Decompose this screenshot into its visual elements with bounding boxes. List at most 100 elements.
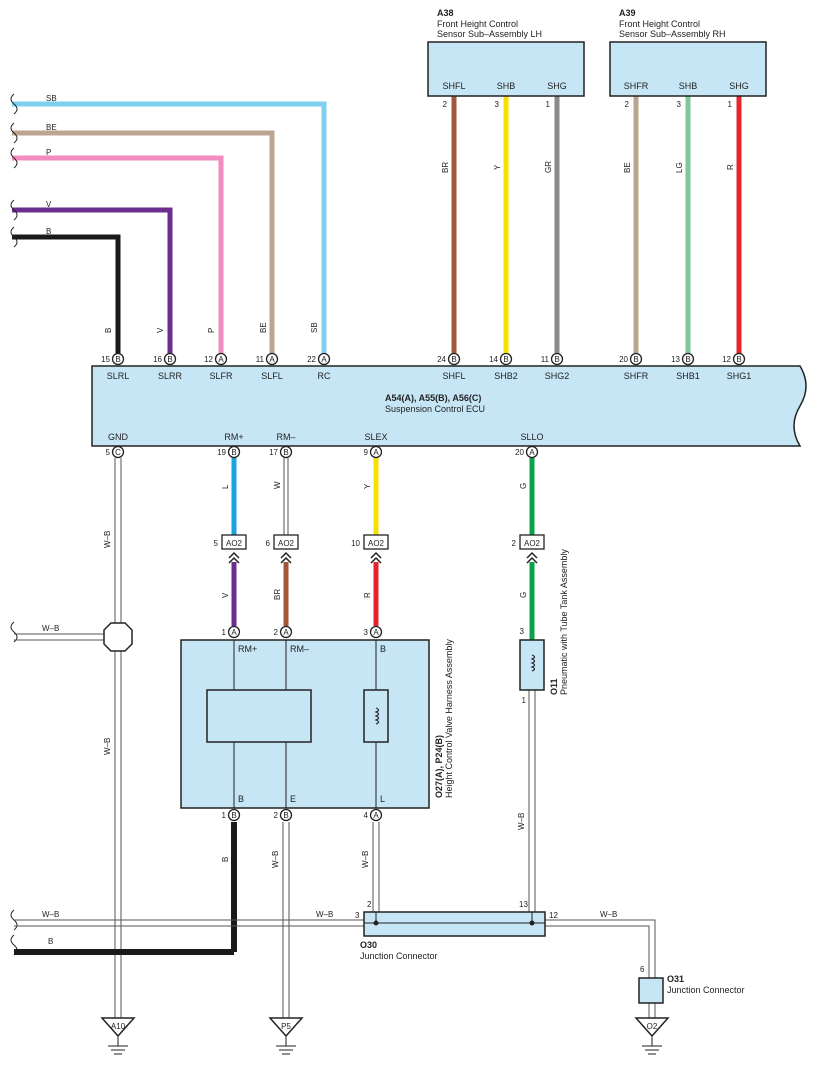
pin-number: 12 — [722, 355, 731, 364]
pin-connector — [265, 352, 279, 366]
pneumatic-tank: 3 1 O11 Pneumatic with Tube Tank Assembl… — [519, 549, 569, 705]
pin-connector-letter: C — [115, 448, 121, 457]
sensor-lh-pin-label: SHG — [547, 81, 567, 91]
ao2-connector-label: AO2 — [524, 539, 541, 548]
gnd-wire-labels: W–B W–B W–B — [42, 531, 112, 755]
ecu-name: Suspension Control ECU — [385, 404, 485, 414]
pin-connector-letter: A — [218, 355, 224, 364]
valve-name: Height Control Valve Harness Assembly — [444, 639, 454, 798]
valve-pin-label: E — [290, 794, 296, 804]
sensor-lh-code: A38 — [437, 8, 454, 18]
left-wire-label: SB — [46, 94, 57, 103]
ao2-connector-box — [519, 534, 545, 550]
pin-number: 2 — [274, 628, 279, 637]
suspension-control-ecu: A54(A), A55(B), A56(C) Suspension Contro… — [91, 365, 807, 447]
height-control-valve: RM+ RM– B B E L O27(A), P24(B) Height Co… — [180, 639, 454, 809]
junction-dot — [529, 920, 535, 926]
sensor-lh-pin-num: 3 — [495, 100, 500, 109]
pin-connector — [279, 625, 293, 639]
pin-connector-letter: A — [373, 448, 379, 457]
wire-code: W — [273, 481, 282, 489]
ground-symbol — [100, 1017, 136, 1038]
sensor-lh-line1: Front Height Control — [437, 19, 518, 29]
pin-label: SLRR — [158, 371, 183, 381]
pin-number: 3 — [364, 628, 369, 637]
connector-chevron-icon — [228, 551, 240, 564]
pin-label: SLEX — [364, 432, 387, 442]
pin-number: 3 — [355, 911, 360, 920]
pin-connector-letter: B — [283, 448, 288, 457]
pin-number: 19 — [217, 448, 226, 457]
wire-code: LG — [675, 162, 684, 173]
wire-code: Y — [363, 483, 372, 489]
pin-number: 1 — [522, 696, 527, 705]
ground-label: O2 — [647, 1022, 658, 1031]
wire-pneu-out — [528, 690, 536, 912]
wire-code: B — [48, 937, 53, 946]
pin-connector-letter: A — [321, 355, 327, 364]
pin-connector — [629, 352, 643, 366]
left-wire-label: V — [46, 200, 52, 209]
valve-pin-label: RM– — [290, 644, 309, 654]
pin-connector-letter: A — [231, 628, 237, 637]
pin-number: 14 — [489, 355, 498, 364]
junction-o31-name: Junction Connector — [667, 985, 745, 995]
pin-connector — [227, 625, 241, 639]
pin-number: 20 — [515, 448, 524, 457]
pin-number: 20 — [619, 355, 628, 364]
wire-code: B — [104, 328, 113, 333]
junction-o30-box — [363, 911, 546, 937]
pin-label: SHG2 — [545, 371, 570, 381]
coil-icon — [530, 654, 536, 672]
ao2-connector-label: AO2 — [278, 539, 295, 548]
valve-codes: O27(A), P24(B) — [434, 735, 444, 798]
wire-code: B — [221, 857, 230, 862]
junction-dot — [373, 920, 379, 926]
wire-code: W–B — [361, 851, 370, 868]
valve-pin-label: RM+ — [238, 644, 257, 654]
wire-code: Y — [493, 164, 502, 170]
pin-connector-letter: A — [373, 811, 379, 820]
junction-o30-name: Junction Connector — [360, 951, 438, 961]
wire-code: W–B — [517, 813, 526, 830]
pin-connector — [369, 808, 383, 822]
pin-label: SHFL — [442, 371, 465, 381]
ao2-connector-box — [221, 534, 247, 550]
valve-top-pin: A3 — [364, 625, 383, 639]
pin-number: 13 — [519, 900, 528, 909]
pin-connector — [369, 625, 383, 639]
wire-code: R — [726, 164, 735, 170]
ground-symbol — [268, 1017, 304, 1038]
pin-connector-letter: B — [503, 355, 508, 364]
junction-o31-box — [638, 977, 664, 1004]
connector-chevron-icon — [280, 551, 292, 564]
wire-code: V — [221, 592, 230, 598]
wire-code: W–B — [600, 910, 617, 919]
pin-number: 6 — [640, 965, 645, 974]
wire-code: BE — [259, 322, 268, 333]
pin-connector-letter: B — [231, 811, 236, 820]
valve-pin-label: L — [380, 794, 385, 804]
pin-label: RM– — [276, 432, 295, 442]
pin-number: 3 — [520, 627, 525, 636]
pin-number: 1 — [222, 811, 227, 820]
pin-label: SLLO — [520, 432, 543, 442]
pin-label: SHFR — [624, 371, 649, 381]
pin-connector-letter: B — [167, 355, 172, 364]
ecu-top-pins: B15SLRLB16SLRRA12SLFRA11SLFLA22RCB24SHFL… — [101, 352, 751, 381]
valve-pin-label: B — [380, 644, 386, 654]
ground-label: A10 — [111, 1022, 126, 1031]
pin-connector — [163, 352, 177, 366]
valve-wire-labels: B W–B W–B W–B — [221, 813, 526, 868]
ground-a10: A10 — [100, 1017, 136, 1055]
pin-number: 16 — [153, 355, 162, 364]
